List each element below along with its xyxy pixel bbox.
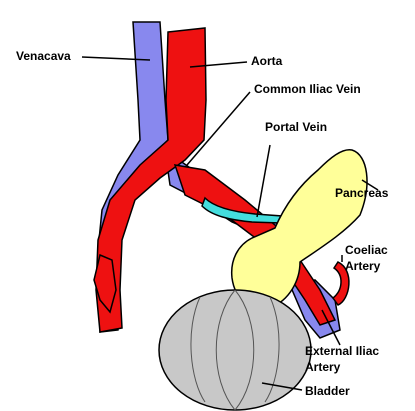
leader-bladder [261, 382, 303, 391]
label-bladder: Bladder [305, 384, 350, 398]
leader-portal-vein [256, 144, 271, 218]
label-external-iliac-artery-line2: Artery [305, 360, 341, 374]
leader-common-iliac-vein [186, 91, 251, 166]
bladder-shape [158, 289, 312, 411]
label-common-iliac-vein: Common Iliac Vein [254, 82, 361, 96]
leader-pancreas [361, 179, 379, 191]
leader-aorta [189, 61, 248, 68]
label-pancreas: Pancreas [335, 186, 389, 200]
label-coeliac-artery-line2: Artery [345, 259, 381, 273]
leader-lines [81, 56, 379, 391]
label-venacava: Venacava [16, 49, 71, 63]
label-coeliac-artery-line1: Coeliac [345, 243, 388, 257]
label-external-iliac-artery-line1: External Iliac [305, 344, 379, 358]
leader-venacava [81, 56, 151, 61]
label-portal-vein: Portal Vein [265, 120, 327, 134]
leader-external-iliac-artery [321, 309, 341, 346]
label-aorta: Aorta [251, 54, 283, 68]
